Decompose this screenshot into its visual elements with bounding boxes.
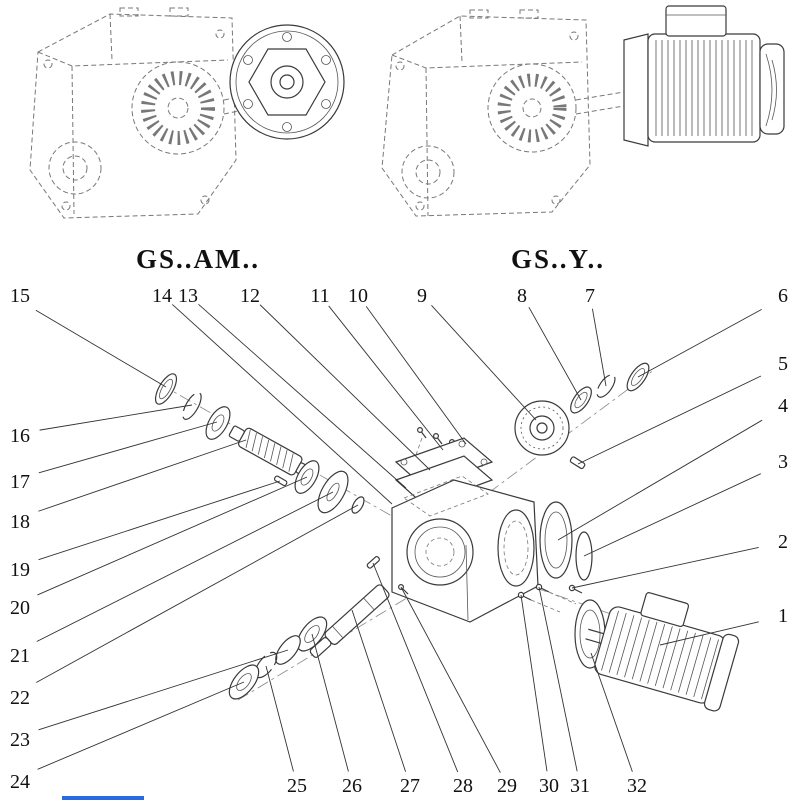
callout-23-leader — [38, 649, 289, 731]
callout-14-label: 14 — [152, 285, 172, 307]
callout-29-label: 29 — [497, 775, 517, 797]
callout-25-leader — [265, 665, 294, 772]
output-shaft — [324, 584, 390, 645]
exploded-motor — [574, 592, 740, 712]
gear-key — [569, 456, 586, 470]
callout-3-leader — [583, 473, 761, 557]
shaft-key — [366, 556, 380, 569]
y-motor-drawing — [623, 5, 785, 147]
callout-24-label: 24 — [10, 771, 30, 793]
callout-32-leader — [590, 652, 633, 772]
callout-9-label: 9 — [417, 285, 427, 307]
callout-24-leader — [37, 681, 245, 770]
cover-gasket — [394, 455, 494, 506]
input-seal-ring — [154, 373, 178, 405]
callout-11-label: 11 — [310, 285, 329, 307]
housing-flange-ring — [539, 501, 573, 579]
callout-7-label: 7 — [585, 285, 595, 307]
callout-19-leader — [38, 480, 281, 561]
callout-23-label: 23 — [10, 729, 30, 751]
flange-gasket — [575, 531, 593, 581]
callout-16-label: 16 — [10, 425, 30, 447]
callout-30-leader — [520, 594, 548, 772]
callout-8-leader — [528, 306, 582, 401]
gear-shaft-rings — [570, 362, 650, 414]
callout-19-label: 19 — [10, 559, 30, 581]
callout-29-leader — [400, 586, 501, 773]
exploded-view — [154, 362, 740, 712]
callout-25-label: 25 — [287, 775, 307, 797]
callout-13-label: 13 — [178, 285, 198, 307]
callout-6-leader — [637, 308, 762, 378]
input-snap-ring — [182, 392, 202, 420]
callout-1-label: 1 — [778, 605, 788, 627]
callout-21-label: 21 — [10, 645, 30, 667]
callout-17-label: 17 — [10, 471, 30, 493]
callout-2-leader — [571, 546, 759, 589]
callout-1-leader — [659, 621, 759, 646]
variant-label-gs-y: GS..Y.. — [510, 244, 606, 274]
callout-5-leader — [577, 375, 762, 465]
callout-31-leader — [538, 586, 578, 772]
callout-21-leader — [36, 491, 334, 642]
callout-6-label: 6 — [778, 285, 788, 307]
callout-20-label: 20 — [10, 597, 30, 619]
callout-28-leader — [372, 562, 459, 773]
callout-16-leader — [39, 404, 193, 431]
output-shaft-assembly — [228, 556, 409, 700]
callout-26-leader — [311, 633, 349, 772]
callout-13-leader — [198, 303, 407, 489]
callout-15-label: 15 — [10, 285, 30, 307]
callout-5-label: 5 — [778, 353, 788, 375]
callout-22-label: 22 — [10, 687, 30, 709]
callout-27-leader — [351, 609, 407, 772]
callout-12-label: 12 — [240, 285, 260, 307]
callout-9-leader — [431, 305, 537, 421]
bottom-accent-bar — [62, 796, 144, 800]
cover-plate-assembly — [394, 427, 494, 506]
callout-20-leader — [37, 476, 308, 596]
callout-27-label: 27 — [400, 775, 420, 797]
callout-10-leader — [365, 306, 467, 445]
callout-32-label: 32 — [627, 775, 647, 797]
callout-26-label: 26 — [342, 775, 362, 797]
callout-2-label: 2 — [778, 531, 788, 553]
callout-10-label: 10 — [348, 285, 368, 307]
callout-11-leader — [328, 305, 444, 451]
callout-12-leader — [259, 304, 431, 471]
callout-4-leader — [557, 419, 763, 541]
callout-3-label: 3 — [778, 451, 788, 473]
callout-18-leader — [38, 439, 247, 512]
callout-4-label: 4 — [778, 395, 788, 417]
callout-28-label: 28 — [453, 775, 473, 797]
callout-30-label: 30 — [539, 775, 559, 797]
callout-18-label: 18 — [10, 511, 30, 533]
gearbox-am-drawing — [29, 7, 345, 219]
callout-7-leader — [591, 308, 607, 387]
worm-gear — [514, 400, 570, 456]
callout-31-label: 31 — [570, 775, 590, 797]
callout-17-leader — [38, 421, 218, 474]
exploded-motor-terminal-box — [640, 592, 690, 628]
input-bearing — [205, 406, 231, 440]
shaft-pin — [273, 475, 288, 487]
gearbox-y-drawing — [381, 5, 785, 217]
callout-22-leader — [36, 504, 359, 683]
callout-8-label: 8 — [517, 285, 527, 307]
motor-terminal-box — [665, 5, 727, 37]
callout-14-leader — [172, 304, 393, 505]
am-output-flange — [229, 24, 345, 140]
callout-15-leader — [35, 309, 167, 388]
gear-housing — [391, 475, 539, 623]
variant-label-gs-am: GS..AM.. — [136, 244, 260, 274]
